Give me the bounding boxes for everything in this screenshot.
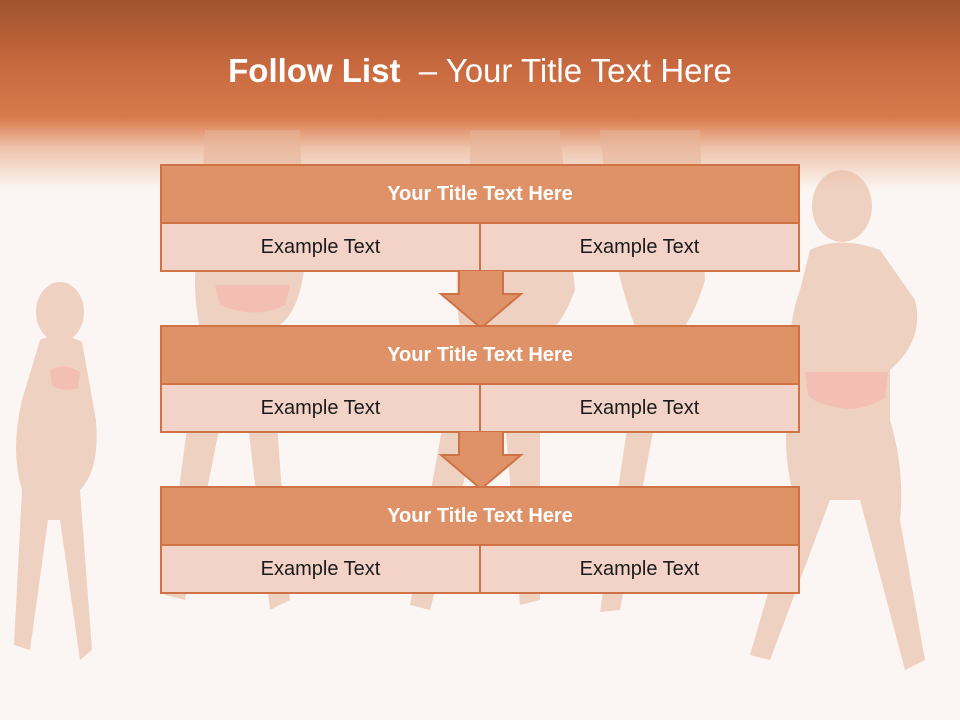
down-arrow-icon — [438, 270, 524, 330]
down-arrow-icon — [438, 431, 524, 491]
step-title-2: Your Title Text Here — [162, 327, 798, 385]
step-3-left-text: Example Text — [162, 546, 479, 592]
step-title-1: Your Title Text Here — [162, 166, 798, 224]
step-row-1: Example Text Example Text — [162, 224, 798, 270]
title-bold: Follow List — [228, 52, 401, 89]
step-title-3: Your Title Text Here — [162, 488, 798, 546]
step-row-2: Example Text Example Text — [162, 385, 798, 431]
step-2-right-text: Example Text — [479, 385, 798, 431]
step-1-right-text: Example Text — [479, 224, 798, 270]
step-3-right-text: Example Text — [479, 546, 798, 592]
step-2-left-text: Example Text — [162, 385, 479, 431]
step-box-2: Your Title Text Here Example Text Exampl… — [160, 325, 800, 433]
title-rest: – Your Title Text Here — [400, 52, 732, 89]
step-box-1: Your Title Text Here Example Text Exampl… — [160, 164, 800, 272]
slide-title: Follow List – Your Title Text Here — [0, 52, 960, 90]
step-1-left-text: Example Text — [162, 224, 479, 270]
step-row-3: Example Text Example Text — [162, 546, 798, 592]
step-box-3: Your Title Text Here Example Text Exampl… — [160, 486, 800, 594]
